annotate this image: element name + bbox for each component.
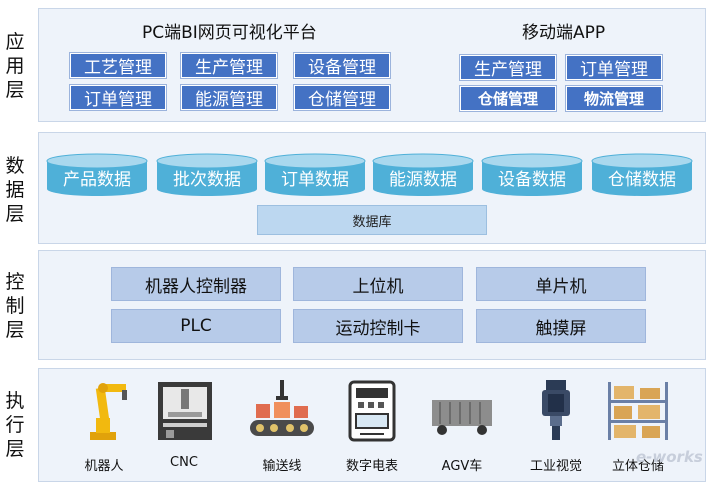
device-label-warehouse: 立体仓储 <box>611 459 664 474</box>
robot-arm-icon <box>68 378 140 442</box>
cylinder-product-data: 产品数据 <box>45 153 149 197</box>
cylinder-label: 产品数据 <box>63 170 131 190</box>
control-layer-label: 控制层 <box>5 271 25 341</box>
cylinder-label: 仓储数据 <box>608 170 676 190</box>
camera-icon <box>520 378 592 442</box>
conveyor-icon <box>246 378 318 442</box>
pc-btn-order[interactable]: 订单管理 <box>70 85 166 110</box>
watermark-logo: e-works <box>636 448 703 466</box>
control-touchscreen[interactable]: 触摸屏 <box>476 309 646 343</box>
app-layer-label: 应用层 <box>5 31 25 101</box>
control-host-computer[interactable]: 上位机 <box>293 267 463 301</box>
device-label-conveyor: 输送线 <box>262 459 302 474</box>
cylinder-label: 能源数据 <box>389 170 457 190</box>
pc-btn-equipment[interactable]: 设备管理 <box>294 53 390 78</box>
cylinder-label: 订单数据 <box>281 170 349 190</box>
database-box: 数据库 <box>257 205 487 235</box>
pc-btn-energy[interactable]: 能源管理 <box>181 85 277 110</box>
mobile-btn-logistics[interactable]: 物流管理 <box>566 86 662 111</box>
cylinder-warehouse-data: 仓储数据 <box>590 153 694 197</box>
control-plc[interactable]: PLC <box>111 309 281 343</box>
data-layer-label: 数据层 <box>5 155 25 225</box>
pc-btn-production[interactable]: 生产管理 <box>181 53 277 78</box>
pc-btn-process[interactable]: 工艺管理 <box>70 53 166 78</box>
pc-platform-title: PC端BI网页可视化平台 <box>142 23 317 43</box>
device-label-vision: 工业视觉 <box>529 459 582 474</box>
cylinder-label: 设备数据 <box>498 170 566 190</box>
control-mcu[interactable]: 单片机 <box>476 267 646 301</box>
mobile-btn-production[interactable]: 生产管理 <box>460 55 556 80</box>
mobile-btn-warehouse[interactable]: 仓储管理 <box>460 86 556 111</box>
cylinder-order-data: 订单数据 <box>263 153 367 197</box>
agv-cart-icon <box>426 378 498 442</box>
control-robot-controller[interactable]: 机器人控制器 <box>111 267 281 301</box>
device-label-agv: AGV车 <box>441 459 483 474</box>
control-motion-card[interactable]: 运动控制卡 <box>293 309 463 343</box>
mobile-app-title: 移动端APP <box>522 23 606 43</box>
mobile-btn-order[interactable]: 订单管理 <box>566 55 662 80</box>
cylinder-batch-data: 批次数据 <box>155 153 259 197</box>
cylinder-equipment-data: 设备数据 <box>480 153 584 197</box>
device-label-robot: 机器人 <box>84 459 124 474</box>
device-label-cnc: CNC <box>170 455 198 470</box>
device-label-meter: 数字电表 <box>345 459 398 474</box>
cnc-machine-icon <box>148 378 220 442</box>
digital-meter-icon <box>336 378 408 442</box>
cylinder-label: 批次数据 <box>173 170 241 190</box>
cylinder-energy-data: 能源数据 <box>371 153 475 197</box>
warehouse-rack-icon <box>602 378 674 442</box>
exec-layer-label: 执行层 <box>5 390 25 460</box>
pc-btn-warehouse[interactable]: 仓储管理 <box>294 85 390 110</box>
